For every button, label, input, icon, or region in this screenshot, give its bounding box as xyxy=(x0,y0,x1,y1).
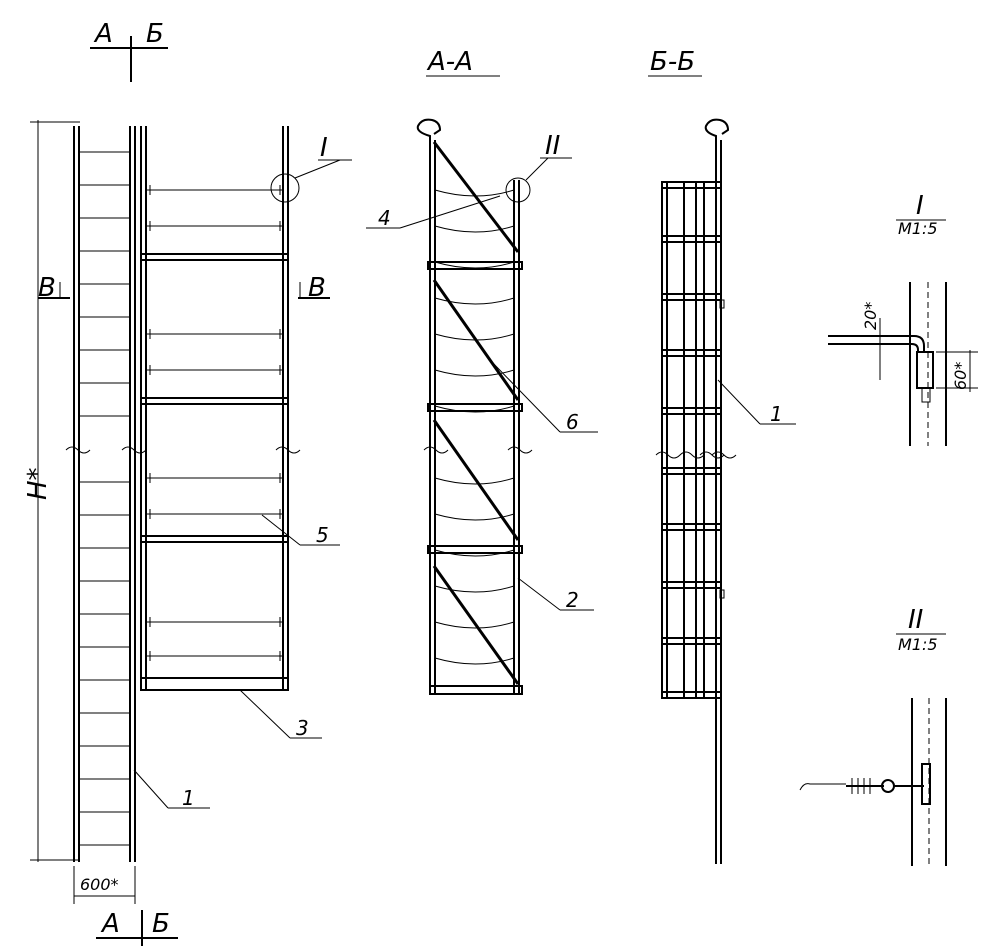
hook-offset-dimension: 20* xyxy=(861,302,880,330)
detail-1: I М1:5 20* 60* xyxy=(828,191,978,446)
section-aa-arc xyxy=(434,657,515,665)
section-aa-frame xyxy=(427,261,523,270)
section-aa-arc xyxy=(434,369,515,377)
section-aa-arc xyxy=(434,477,515,485)
position-2-label: 2 xyxy=(566,588,579,612)
height-dimension: H* xyxy=(23,467,53,500)
cage-hoop xyxy=(140,535,289,543)
cage-hoop xyxy=(140,253,289,261)
section-aa: А-А II 4 6 xyxy=(366,47,598,695)
cage-hoop xyxy=(140,397,289,405)
section-aa-frame xyxy=(427,545,523,554)
section-aa-arc xyxy=(434,585,515,593)
section-aa-title: А-А xyxy=(426,47,473,77)
section-mark-top-a: А xyxy=(93,19,113,49)
section-aa-arc xyxy=(434,297,515,305)
section-mark-bottom-b: Б xyxy=(152,909,170,939)
section-bb-title: Б-Б xyxy=(650,47,695,77)
section-bb-frame xyxy=(661,181,722,189)
section-bb-frame xyxy=(661,691,722,699)
detail-2-scale: М1:5 xyxy=(898,635,938,654)
detail-callout-1: I xyxy=(320,133,328,163)
detail-2-title: II xyxy=(908,605,923,635)
section-bb-frame xyxy=(661,523,722,531)
section-bb-frame xyxy=(661,293,722,301)
section-bb-frame xyxy=(661,235,722,243)
position-1-label: 1 xyxy=(182,786,195,810)
position-4-label: 4 xyxy=(378,206,391,230)
section-aa-arc xyxy=(434,621,515,629)
section-bb-frame xyxy=(661,407,722,415)
section-mark-bottom-a: А xyxy=(100,909,120,939)
detail-2: II М1:5 xyxy=(799,605,947,866)
main-elevation: H* 600* В В xyxy=(23,120,352,904)
section-mark-top: А Б xyxy=(90,19,168,82)
position-1-label-bb: 1 xyxy=(770,402,783,426)
section-bb-frame xyxy=(661,637,722,645)
position-6-label: 6 xyxy=(566,410,579,434)
section-mark-bottom: А Б xyxy=(96,909,178,946)
detail-1-scale: М1:5 xyxy=(898,219,938,238)
section-aa-arc xyxy=(434,261,515,269)
section-aa-frame xyxy=(427,403,523,412)
section-aa-arc xyxy=(434,333,515,341)
width-dimension: 600* xyxy=(80,875,119,894)
detail-callout-2: II xyxy=(545,131,560,161)
position-5-label: 5 xyxy=(316,523,329,547)
section-mark-v-right: В xyxy=(308,273,326,303)
section-aa-arc xyxy=(434,513,515,521)
detail-1-title: I xyxy=(916,191,924,221)
section-bb-frame xyxy=(661,581,722,589)
section-bb-frame xyxy=(661,467,722,475)
section-bb: Б-Б 1 xyxy=(648,47,796,864)
clamp-length-dimension: 60* xyxy=(951,362,970,390)
section-bb-frame xyxy=(661,349,722,357)
section-mark-top-b: Б xyxy=(146,19,164,49)
position-3-label: 3 xyxy=(296,716,309,740)
section-aa-arc xyxy=(434,225,515,233)
section-mark-v-left: В xyxy=(38,273,56,303)
section-aa-arc xyxy=(434,549,515,557)
section-aa-arc xyxy=(434,405,515,413)
